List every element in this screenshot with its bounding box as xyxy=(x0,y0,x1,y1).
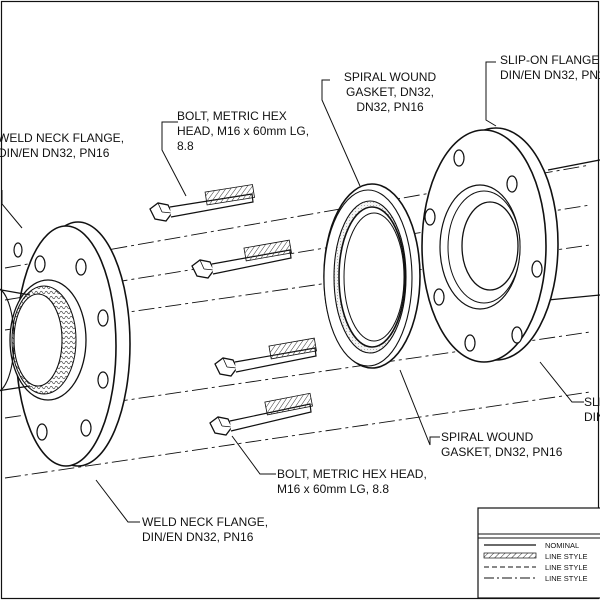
callout-gasket-top-line-1: SPIRAL WOUND xyxy=(344,70,437,84)
slip-on-bolt-holes xyxy=(424,149,543,352)
callout-gasket-top-line-3: DN32, PN16 xyxy=(356,100,424,114)
callout-bolt-bottom-line-2: M16 x 60mm LG, 8.8 xyxy=(277,482,389,496)
legend-sample-hatched xyxy=(483,552,537,559)
callout-weld-neck-bottom-line-1: WELD NECK FLANGE, xyxy=(142,515,268,529)
callout-slip-on-top-line-1: SLIP-ON FLANGE, xyxy=(500,53,600,67)
callout-weld-neck-bottom-line-2: DIN/EN DN32, PN16 xyxy=(142,530,254,544)
callout-bolt-top-line-3: 8.8 xyxy=(177,139,194,153)
callout-bolt-bottom-line-1: BOLT, METRIC HEX HEAD, xyxy=(277,467,427,481)
slip-on-flange xyxy=(421,127,600,363)
callout-slip-on-right-line-1: SLIP-ON FLANGE, xyxy=(584,395,600,409)
callout-gasket-bottom-line-2: GASKET, DN32, PN16 xyxy=(441,445,563,459)
legend-label-line-style-3: LINE STYLE xyxy=(545,574,588,583)
spiral-wound-gasket xyxy=(323,183,421,369)
callout-bolt-bottom: BOLT, METRIC HEX HEAD, M16 x 60mm LG, 8.… xyxy=(277,467,427,496)
bolt-3 xyxy=(214,337,317,377)
legend-label-line-style-1: LINE STYLE xyxy=(545,552,588,561)
weld-neck-bolt-holes xyxy=(13,242,109,441)
callout-bolt-top-line-2: HEAD, M16 x 60mm LG, xyxy=(177,124,309,138)
bolt-1 xyxy=(149,184,255,222)
callout-gasket-bottom: SPIRAL WOUND GASKET, DN32, PN16 xyxy=(441,430,563,459)
leader-lines xyxy=(1,61,584,523)
callout-bolt-top: BOLT, METRIC HEX HEAD, M16 x 60mm LG, 8.… xyxy=(177,109,309,153)
bolt-4 xyxy=(209,392,313,436)
weld-neck-flange xyxy=(0,221,131,467)
legend-label-line-style-2: LINE STYLE xyxy=(545,563,588,572)
callout-weld-neck-top-line-2: DIN/EN DN32, PN16 xyxy=(0,146,110,160)
callout-slip-on-top-line-2: DIN/EN DN32, PN16 xyxy=(500,68,600,82)
callout-weld-neck-bottom: WELD NECK FLANGE, DIN/EN DN32, PN16 xyxy=(142,515,268,544)
callout-weld-neck-top-line-1: WELD NECK FLANGE, xyxy=(0,131,124,145)
legend-label-nominal: NOMINAL xyxy=(545,541,579,550)
callout-bolt-top-line-1: BOLT, METRIC HEX xyxy=(177,109,287,123)
line-style-legend: NOMINAL LINE STYLE LINE STYLE LINE STYLE xyxy=(477,507,600,599)
callout-slip-on-right-line-2: DIN/EN DN32, PN16 xyxy=(584,410,600,424)
callout-weld-neck-top: WELD NECK FLANGE, DIN/EN DN32, PN16 xyxy=(0,131,124,160)
callout-slip-on-right: SLIP-ON FLANGE, DIN/EN DN32, PN16 xyxy=(584,395,600,424)
callout-gasket-bottom-line-1: SPIRAL WOUND xyxy=(441,430,534,444)
callout-slip-on-top: SLIP-ON FLANGE, DIN/EN DN32, PN16 xyxy=(500,53,600,82)
callout-gasket-top-line-2: GASKET, DN32, xyxy=(346,85,434,99)
callout-gasket-top: SPIRAL WOUND GASKET, DN32, DN32, PN16 xyxy=(344,70,437,114)
bolt-2 xyxy=(191,239,292,279)
